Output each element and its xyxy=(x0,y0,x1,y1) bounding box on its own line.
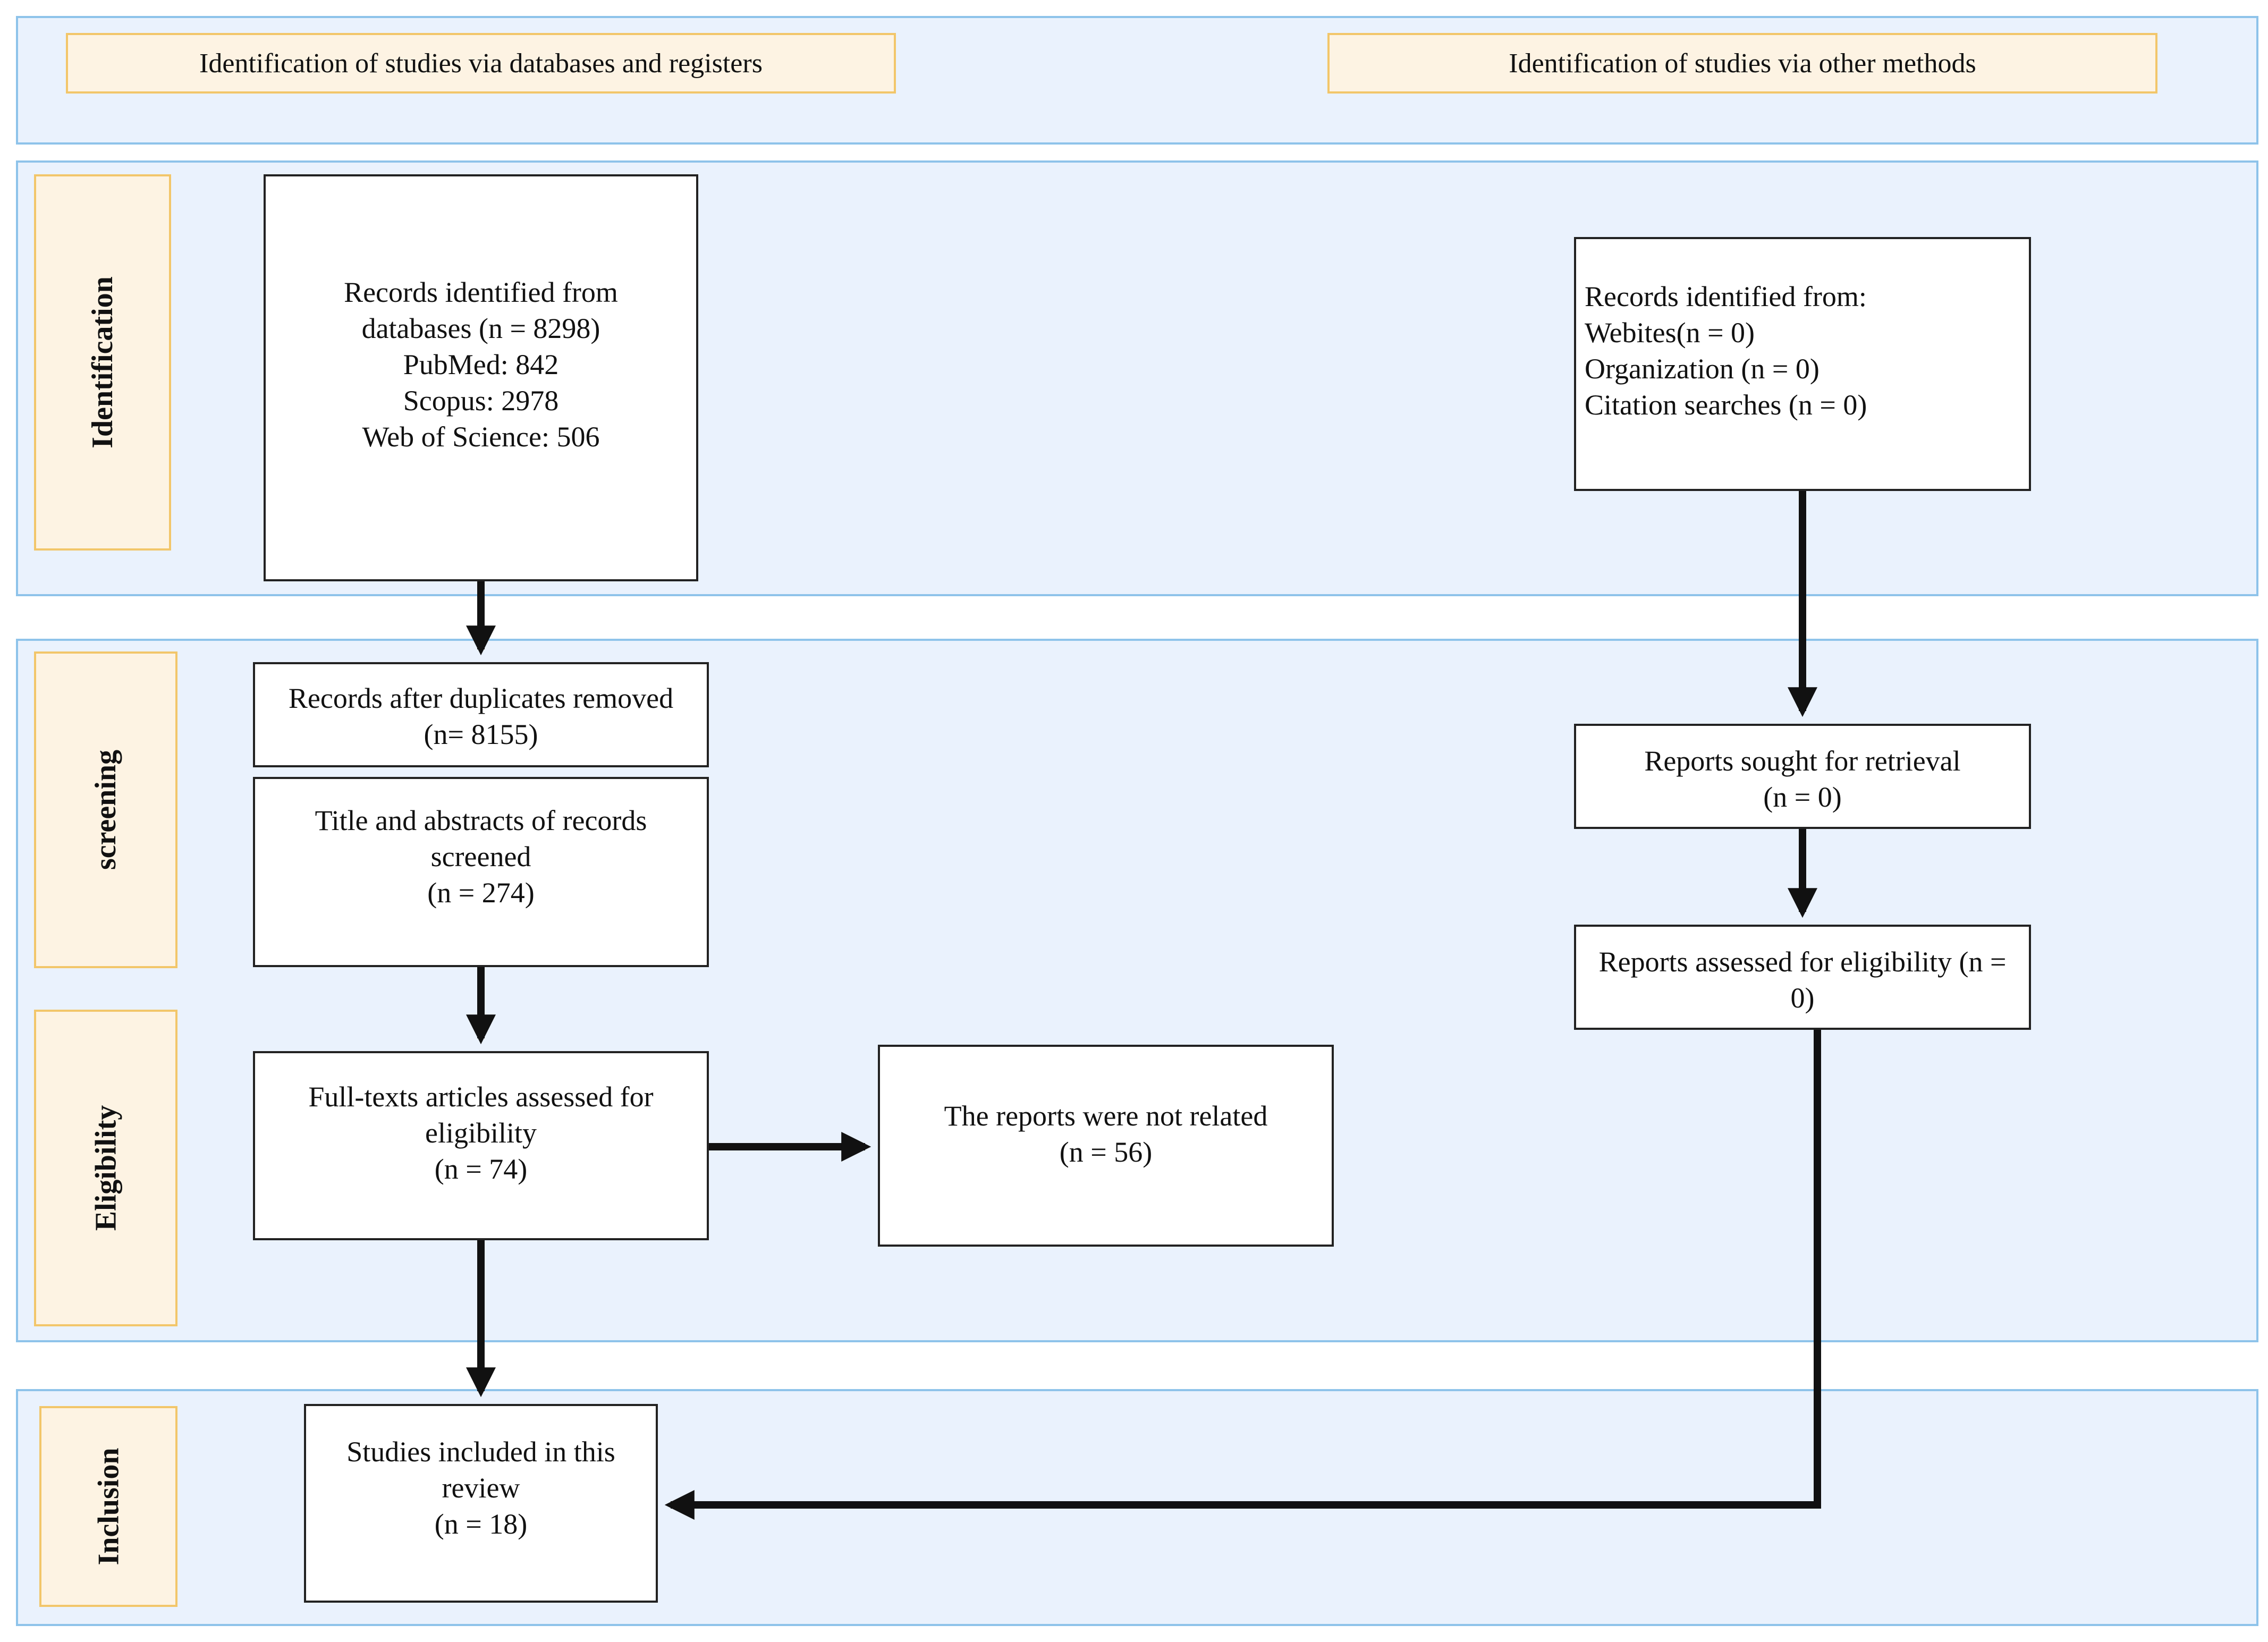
stage-eligibility: Eligibility xyxy=(34,1010,177,1326)
header-other-methods: Identification of studies via other meth… xyxy=(1327,33,2157,94)
box-line: Citation searches (n = 0) xyxy=(1585,389,1867,421)
stage-identification: Identification xyxy=(34,174,171,551)
box-line: The reports were not related xyxy=(944,1100,1268,1132)
box-line: Reports sought for retrieval xyxy=(1644,745,1961,777)
duplicates-removed-box: Records after duplicates removed (n= 815… xyxy=(253,662,709,767)
box-line: databases (n = 8298) xyxy=(361,312,600,344)
reports-sought-box: Reports sought for retrieval (n = 0) xyxy=(1574,724,2031,829)
records-identified-databases-box: Records identified from databases (n = 8… xyxy=(264,174,698,581)
box-line: (n = 0) xyxy=(1763,781,1842,813)
box-line: (n = 74) xyxy=(434,1153,528,1185)
screened-box: Title and abstracts of records screened … xyxy=(253,777,709,967)
reports-excluded-box: The reports were not related (n = 56) xyxy=(878,1045,1334,1247)
box-line: Scopus: 2978 xyxy=(403,385,559,417)
box-line: eligibility xyxy=(425,1117,537,1149)
box-line: Web of Science: 506 xyxy=(362,421,600,453)
records-identified-other-box: Records identified from: Webites(n = 0) … xyxy=(1574,237,2031,491)
box-line: (n = 274) xyxy=(427,877,535,909)
stage-inclusion: Inclusion xyxy=(39,1406,177,1607)
box-line: Reports assessed for eligibility (n = xyxy=(1598,946,2007,978)
box-line: (n = 56) xyxy=(1059,1136,1153,1168)
header-databases: Identification of studies via databases … xyxy=(66,33,896,94)
box-line: Full-texts articles assessed for xyxy=(308,1081,654,1113)
box-line: (n= 8155) xyxy=(424,718,538,750)
box-line: Title and abstracts of records xyxy=(315,805,647,836)
box-line: Records identified from: xyxy=(1585,281,1867,312)
box-line: Records identified from xyxy=(344,276,618,308)
stage-screening: screening xyxy=(34,651,177,968)
arrow-assessed-to-included xyxy=(664,1030,1821,1520)
studies-included-box: Studies included in this review (n = 18) xyxy=(304,1404,658,1603)
box-line: Webites(n = 0) xyxy=(1585,317,1755,349)
box-line: PubMed: 842 xyxy=(403,349,559,380)
box-line: screened xyxy=(430,841,531,873)
box-line: Studies included in this xyxy=(346,1436,615,1468)
box-line: review xyxy=(442,1472,520,1504)
box-line: Records after duplicates removed xyxy=(288,682,674,714)
box-line: 0) xyxy=(1790,982,1815,1014)
fulltext-assessed-box: Full-texts articles assessed for eligibi… xyxy=(253,1051,709,1240)
box-line: Organization (n = 0) xyxy=(1585,353,1820,385)
reports-assessed-other-box: Reports assessed for eligibility (n = 0) xyxy=(1574,925,2031,1030)
box-line: (n = 18) xyxy=(434,1508,528,1540)
